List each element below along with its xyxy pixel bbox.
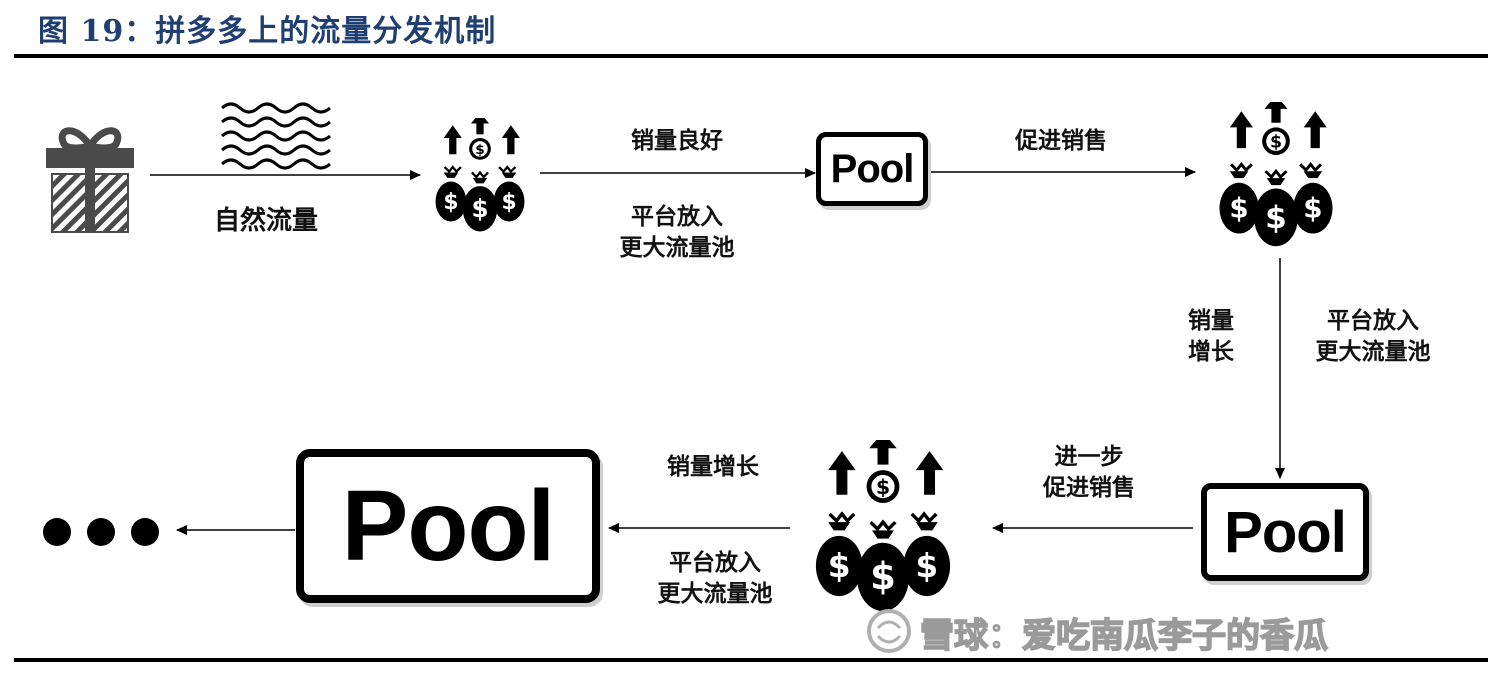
pool-icon-medium: Pool <box>1201 483 1369 581</box>
pool-icon-small: Pool <box>816 132 928 206</box>
label-sales-growth-2: 销量增长 <box>667 454 759 480</box>
label-sales-growth-1: 销量 增长 <box>1188 308 1234 366</box>
watermark: 雪球：爱吃南瓜李子的香瓜 <box>919 615 1329 657</box>
pool-icon-large: Pool <box>296 449 600 603</box>
pool-label: Pool <box>1224 499 1347 565</box>
waves-icon <box>221 102 331 170</box>
label-platform-bigger-pool-3: 平台放入 更大流量池 <box>657 550 773 608</box>
top-rule <box>14 54 1488 58</box>
pool-label: Pool <box>341 469 556 582</box>
ellipsis-dots-icon <box>43 518 159 546</box>
money-bags-icon <box>814 440 952 614</box>
label-platform-bigger-pool-1: 平台放入 更大流量池 <box>619 204 735 262</box>
money-bags-icon <box>434 118 526 233</box>
label-natural-traffic: 自然流量 <box>214 206 319 236</box>
figure-title: 图 19：拼多多上的流量分发机制 <box>38 14 497 49</box>
gift-box-icon <box>46 127 134 233</box>
bottom-rule <box>14 658 1488 662</box>
pool-label: Pool <box>830 146 915 191</box>
label-further-promote: 进一步 促进销售 <box>1043 444 1135 502</box>
money-bags-icon <box>1217 102 1335 249</box>
snowball-logo-icon <box>867 609 911 653</box>
label-promote-sales: 促进销售 <box>1015 128 1107 154</box>
label-good-sales: 销量良好 <box>631 128 723 154</box>
label-platform-bigger-pool-2: 平台放入 更大流量池 <box>1315 308 1431 366</box>
